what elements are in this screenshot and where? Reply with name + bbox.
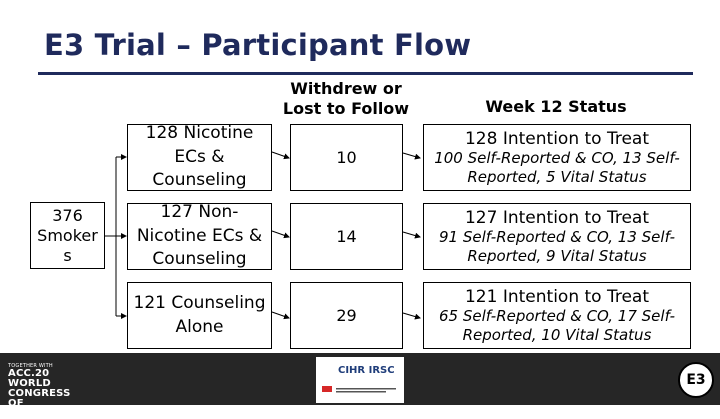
arm-label: 128 Nicotine ECs & Counseling (145, 123, 254, 191)
status-box-1: 128 Intention to Treat 100 Self-Reported… (423, 124, 691, 191)
acc-logo: TOGETHER WITH ACC.20 WORLD CONGRESS OF C… (8, 363, 88, 419)
arm-label: 121 Counseling Alone (133, 293, 266, 337)
withdrew-count: 29 (336, 305, 357, 325)
cihr-leaf-icon (322, 386, 396, 393)
arrow-status-3 (402, 312, 421, 320)
arrow-withdrew-2 (271, 230, 290, 239)
title-underline (38, 72, 693, 75)
withdrew-box-1: 10 (290, 124, 403, 191)
e3-logo: E3 (678, 362, 714, 398)
withdrew-box-3: 29 (290, 282, 403, 349)
flow-connectors (105, 151, 421, 320)
cihr-logo-text: CIHR IRSC (338, 365, 395, 376)
acc-logo-sub: TOGETHER WITH (8, 363, 53, 369)
withdrew-count: 10 (336, 147, 357, 167)
status-box-3: 121 Intention to Treat 65 Self-Reported … (423, 282, 691, 349)
itt-label: 128 Intention to Treat (464, 128, 650, 149)
arrow-withdrew-3 (271, 311, 290, 320)
arrow-withdrew-1 (271, 151, 290, 160)
itt-label: 127 Intention to Treat (464, 207, 650, 228)
status-detail: 65 Self-Reported & CO, 17 Self-Reported,… (439, 306, 675, 344)
header-withdrew: Withdrew or Lost to Follow (282, 79, 410, 118)
withdrew-box-2: 14 (290, 203, 403, 270)
smokers-box: 376 Smoker s (30, 202, 105, 269)
status-detail: 100 Self-Reported & CO, 13 Self-Reported… (434, 148, 680, 186)
arrow-status-1 (402, 152, 421, 160)
acc-logo-text: ACC.20 WORLD CONGRESS OF CARDIOLOGY (8, 368, 84, 419)
arm-box-nicotine: 128 Nicotine ECs & Counseling (127, 123, 272, 191)
smokers-label: 376 Smoker s (37, 205, 98, 265)
itt-label: 121 Intention to Treat (464, 286, 650, 307)
status-box-2: 127 Intention to Treat 91 Self-Reported … (423, 203, 691, 270)
cihr-logo: CIHR IRSC (316, 357, 404, 403)
arm-box-non-nicotine: 127 Non-Nicotine ECs & Counseling (127, 202, 272, 270)
arm-label: 127 Non-Nicotine ECs & Counseling (136, 202, 263, 270)
arrow-status-2 (402, 231, 421, 239)
header-week12: Week 12 Status (485, 97, 627, 116)
status-detail: 91 Self-Reported & CO, 13 Self-Reported,… (439, 227, 675, 265)
arm-box-counseling: 121 Counseling Alone (127, 282, 272, 349)
withdrew-count: 14 (336, 226, 357, 246)
page-title: E3 Trial – Participant Flow (44, 28, 472, 62)
